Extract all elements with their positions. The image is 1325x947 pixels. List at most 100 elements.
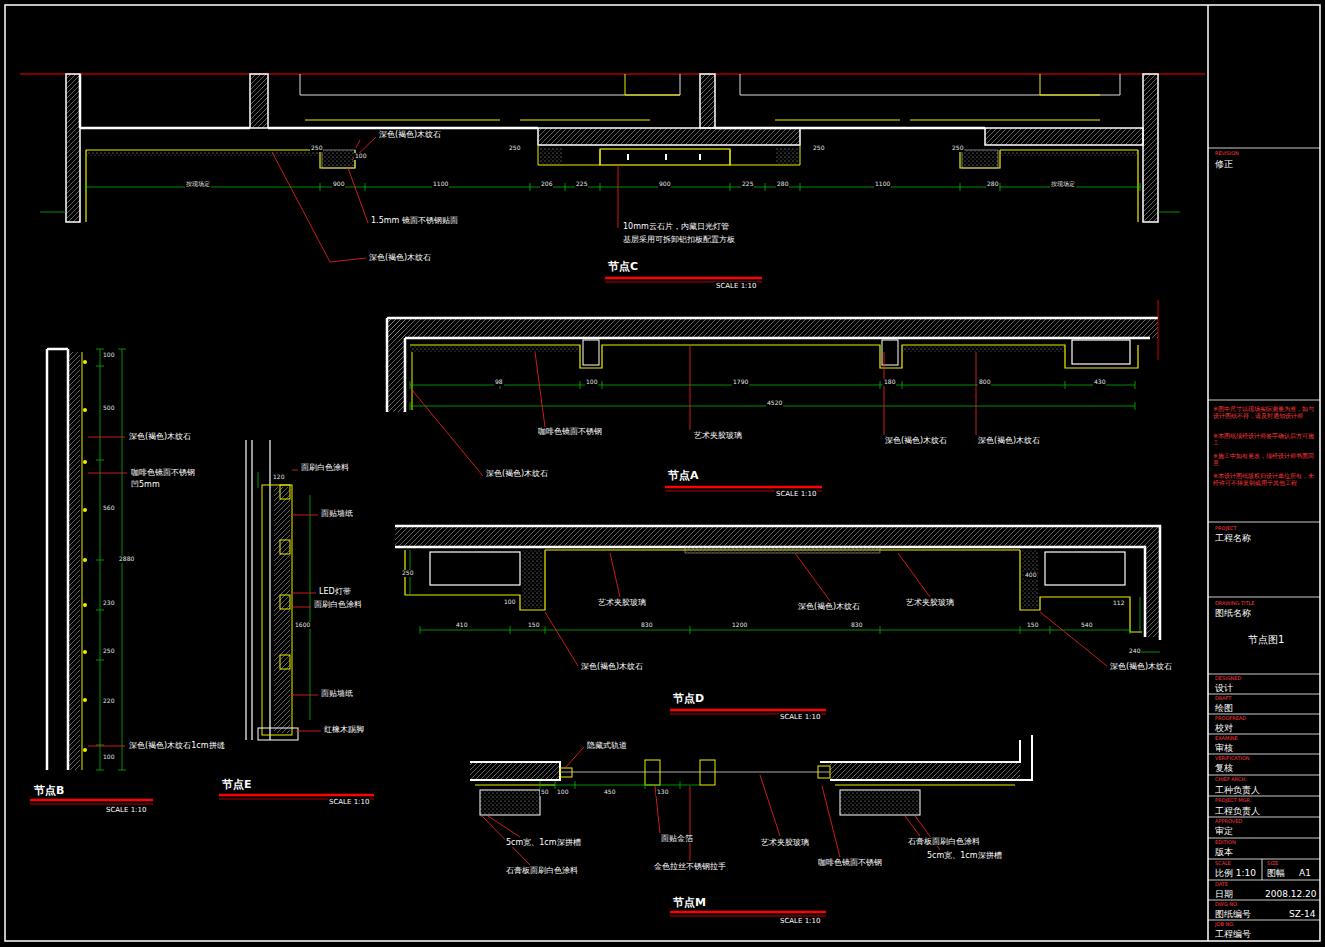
cad-line	[1208, 838, 1320, 839]
cad-path	[628, 154, 700, 160]
dimension-text: 100	[556, 789, 569, 796]
cad-line	[1208, 597, 1320, 598]
dimension-text: 250	[401, 570, 414, 577]
cad-path	[690, 346, 691, 430]
title-block-heading: APPROVED	[1214, 819, 1243, 825]
title-block-heading: EDITION	[1214, 840, 1237, 846]
cad-rect	[830, 762, 1020, 780]
cad-rect	[258, 728, 298, 740]
cad-g	[272, 137, 618, 262]
dimension-text: 150	[527, 622, 540, 629]
dimension-text: 430	[1093, 379, 1106, 386]
cad-rect	[540, 148, 562, 164]
title-block-heading: JOB NO.	[1214, 922, 1236, 928]
cad-g	[475, 760, 1015, 785]
dimension-text: 560	[102, 505, 115, 512]
cad-path	[82, 352, 83, 770]
dimension-text: 225	[741, 181, 754, 188]
dimension-text: 800	[978, 379, 991, 386]
cad-path	[470, 735, 1032, 780]
cad-line	[1208, 754, 1320, 755]
dimension-text: 830	[850, 622, 863, 629]
title-block-field: 校对	[1214, 723, 1234, 733]
dimension-text: 130	[656, 789, 669, 796]
cad-path	[356, 140, 360, 148]
cad-g	[83, 360, 87, 752]
cad-g	[545, 553, 1107, 666]
cad-rect	[274, 487, 290, 733]
dimension-text: 150	[1026, 622, 1039, 629]
scale-note: SCALE 1:10	[105, 806, 147, 814]
dimension-text: 100	[102, 352, 115, 359]
cad-rect	[1143, 74, 1158, 222]
cad-path	[760, 775, 780, 836]
cad-path	[387, 318, 1158, 412]
dimension-text: 1100	[432, 181, 449, 188]
cad-rect	[700, 760, 715, 785]
title-block-field: 设计	[1214, 683, 1234, 693]
cad-line	[1208, 859, 1320, 860]
title-block-field: 版本	[1214, 847, 1234, 857]
cad-path	[535, 352, 545, 427]
title-block-heading: PROOFREAD	[1214, 716, 1247, 722]
cad-path	[30, 799, 153, 802]
material-callout: 深色(褐色)木纹石	[378, 130, 442, 139]
cad-rect	[1000, 152, 1138, 156]
cad-rect	[882, 340, 898, 365]
dimension-text: 225	[575, 181, 588, 188]
dimension-text: 250	[310, 145, 323, 152]
dimension-text: 900	[332, 181, 345, 188]
cad-path	[292, 607, 311, 608]
dimension-text: 100	[354, 153, 367, 160]
cad-path	[976, 352, 977, 435]
dimension-text: 500	[102, 405, 115, 412]
cad-path	[560, 771, 830, 772]
cad-line	[1208, 775, 1320, 776]
cad-path	[300, 74, 1120, 95]
dimension-text: 250	[102, 648, 115, 655]
material-callout: 咖啡色镜面不锈钢	[130, 468, 196, 477]
material-callout: 隐藏式轨道	[586, 741, 628, 750]
cad-rect	[902, 346, 1065, 352]
dimension-text: 900	[658, 181, 671, 188]
cad-rect	[1072, 340, 1130, 364]
cad-line	[1208, 522, 1320, 523]
cad-rect	[86, 152, 320, 156]
cad-line	[540, 785, 700, 786]
cad-path	[690, 786, 691, 861]
material-callout: 1.5mm 镜面不锈钢贴面	[370, 216, 459, 225]
cad-path	[412, 390, 483, 476]
material-callout: 面贴金箔	[660, 834, 694, 843]
material-callout: 凹5mm	[130, 480, 161, 489]
cad-rect	[387, 318, 405, 412]
cad-path	[625, 74, 1100, 95]
cad-line	[420, 630, 1130, 631]
cad-path	[292, 695, 318, 696]
cad-path	[292, 470, 298, 471]
cad-rect	[280, 595, 290, 609]
cad-g	[410, 550, 1160, 652]
cad-path	[395, 526, 1160, 640]
cad-path	[540, 781, 680, 789]
cad-path	[47, 349, 68, 770]
cad-line	[1208, 734, 1320, 735]
cad-line	[1208, 817, 1320, 818]
dimension-text: 1600	[294, 622, 311, 629]
dimension-text: 按现场定	[1050, 181, 1076, 188]
cad-path	[605, 277, 762, 280]
cad-path	[412, 352, 413, 410]
title-block-field: 复核	[1214, 763, 1234, 773]
dimension-text: 230	[102, 600, 115, 607]
material-callout: 深色(褐色)木纹石	[1109, 662, 1173, 671]
cad-path	[88, 473, 127, 474]
cad-path	[86, 183, 1140, 191]
cad-path	[545, 612, 578, 666]
cad-path	[352, 137, 376, 160]
scale-note: SCALE 1:10	[715, 282, 757, 290]
cad-path	[795, 553, 830, 601]
cad-path	[305, 120, 1100, 121]
dimension-text: 540	[1080, 622, 1093, 629]
general-note: ※本设计图纸版权归设计单位所有，未经许可不得复制或用于其他工程	[1212, 472, 1318, 486]
dimension-text: 830	[640, 622, 653, 629]
